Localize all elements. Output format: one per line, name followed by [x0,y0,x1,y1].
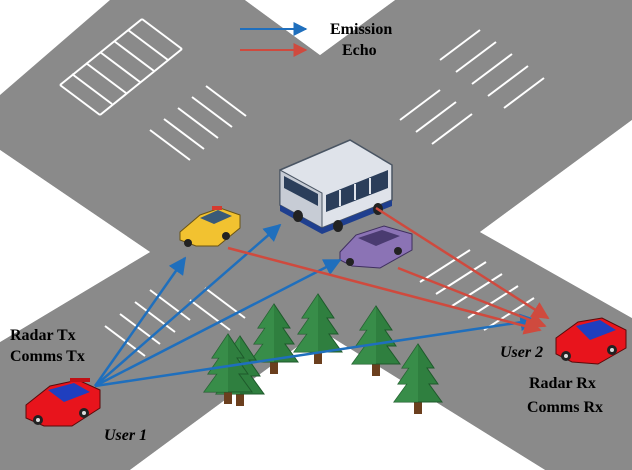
emission-arrows [93,223,538,388]
sidewalk-right [480,120,632,318]
red-car-icon [25,378,101,427]
sidewalk-top [245,0,395,55]
echo-arrows [227,206,550,335]
legend: Emission Echo [240,21,392,59]
rx-label-radar: Radar Rx [529,375,596,392]
sidewalk-left [0,150,150,342]
user2-label: User 2 [500,344,543,361]
tx-label-comms: Comms Tx [10,348,85,365]
crosswalks [59,18,545,357]
taxi-icon [179,206,241,247]
rx-label-comms: Comms Rx [527,399,603,416]
sidewalk-bottom [130,330,545,470]
red-car-icon [555,317,627,365]
legend-emission-label: Emission [330,21,392,38]
bus-icon [279,139,393,234]
legend-echo-label: Echo [342,42,377,59]
tx-label-radar: Radar Tx [10,327,76,344]
purple-car-icon [339,225,413,269]
user1-label: User 1 [104,427,147,444]
